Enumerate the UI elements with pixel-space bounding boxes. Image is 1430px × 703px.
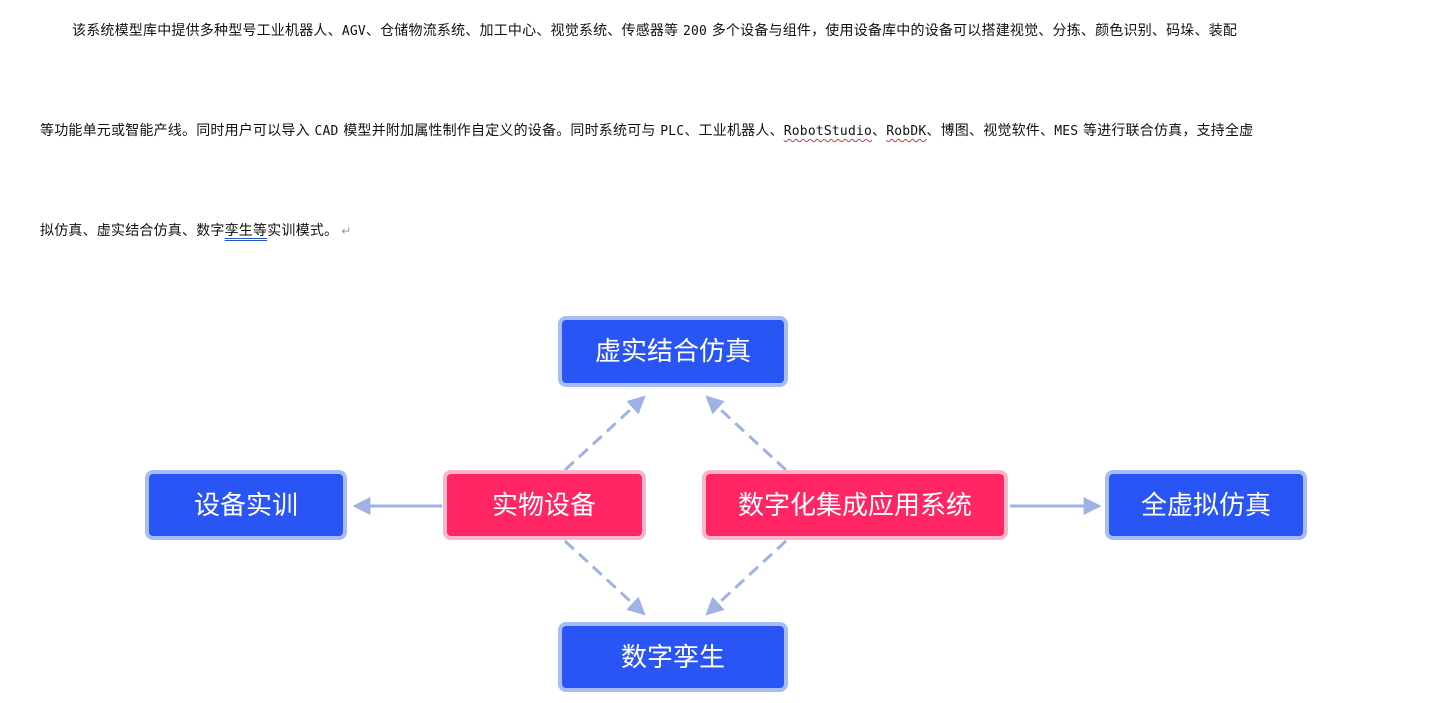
node-digital-twin[interactable]: 数字孪生	[558, 622, 788, 692]
node-label: 虚实结合仿真	[595, 337, 751, 367]
node-digital-integration-system[interactable]: 数字化集成应用系统	[702, 470, 1008, 540]
node-box	[558, 316, 788, 387]
arrow-digital-to-twin	[705, 539, 788, 616]
node-label: 实物设备	[492, 491, 596, 521]
node-box	[558, 622, 788, 692]
text-span: 模型并附加属性制作自定义的设备。同时系统可与	[338, 123, 661, 139]
paragraph-line-2: 等功能单元或智能产线。同时用户可以导入 CAD 模型并附加属性制作自定义的设备。…	[40, 121, 1253, 142]
node-label: 全虚拟仿真	[1141, 491, 1271, 521]
text-span: 、博图、视觉软件、	[926, 123, 1055, 139]
node-hybrid-simulation[interactable]: 虚实结合仿真	[558, 316, 788, 387]
text-span: 拟仿真、虚实结合仿真、数字	[40, 223, 225, 239]
node-equipment-training[interactable]: 设备实训	[145, 470, 347, 540]
spellcheck-word[interactable]: RobDK	[886, 124, 927, 139]
text-span: 、	[872, 123, 887, 139]
text-span: MES	[1054, 124, 1079, 139]
text-span: 多个设备与组件，使用设备库中的设备可以搭建视觉、分拣、颜色识别、码垛、装配	[707, 23, 1238, 39]
text-span: PLC	[660, 124, 685, 139]
text-span: 、仓储物流系统、加工中心、视觉系统、传感器等	[365, 23, 683, 39]
paragraph-line-3: 拟仿真、虚实结合仿真、数字孪生等实训模式。↵	[40, 221, 351, 241]
arrow-digital-to-hybrid	[705, 395, 788, 472]
node-box	[145, 470, 347, 540]
grammar-check-word[interactable]: 孪生等	[224, 223, 268, 239]
text-span: 实训模式。	[267, 223, 339, 239]
node-box	[1105, 470, 1307, 540]
text-span: AGV	[341, 24, 366, 39]
text-span: 等功能单元或智能产线。同时用户可以导入	[40, 123, 315, 139]
connectors	[352, 395, 1102, 616]
spellcheck-word[interactable]: RobotStudio	[783, 124, 873, 139]
text-span: CAD	[314, 124, 339, 139]
node-label: 设备实训	[194, 491, 298, 521]
node-box	[443, 470, 646, 540]
paragraph-line-1: 该系统模型库中提供多种型号工业机器人、AGV、仓储物流系统、加工中心、视觉系统、…	[72, 21, 1237, 42]
text-span: 200	[682, 24, 708, 39]
arrow-physical-to-hybrid	[563, 395, 646, 472]
node-full-virtual-simulation[interactable]: 全虚拟仿真	[1105, 470, 1307, 540]
text-span: 、工业机器人、	[684, 123, 784, 139]
node-box	[702, 470, 1008, 540]
node-label: 数字孪生	[621, 643, 725, 673]
text-span: 等进行联合仿真，支持全虚	[1078, 123, 1254, 139]
arrow-physical-to-twin	[563, 539, 646, 616]
node-label: 数字化集成应用系统	[738, 491, 972, 521]
text-span: 该系统模型库中提供多种型号工业机器人、	[72, 23, 342, 39]
paragraph-mark-icon: ↵	[341, 224, 352, 238]
node-physical-equipment[interactable]: 实物设备	[443, 470, 646, 540]
